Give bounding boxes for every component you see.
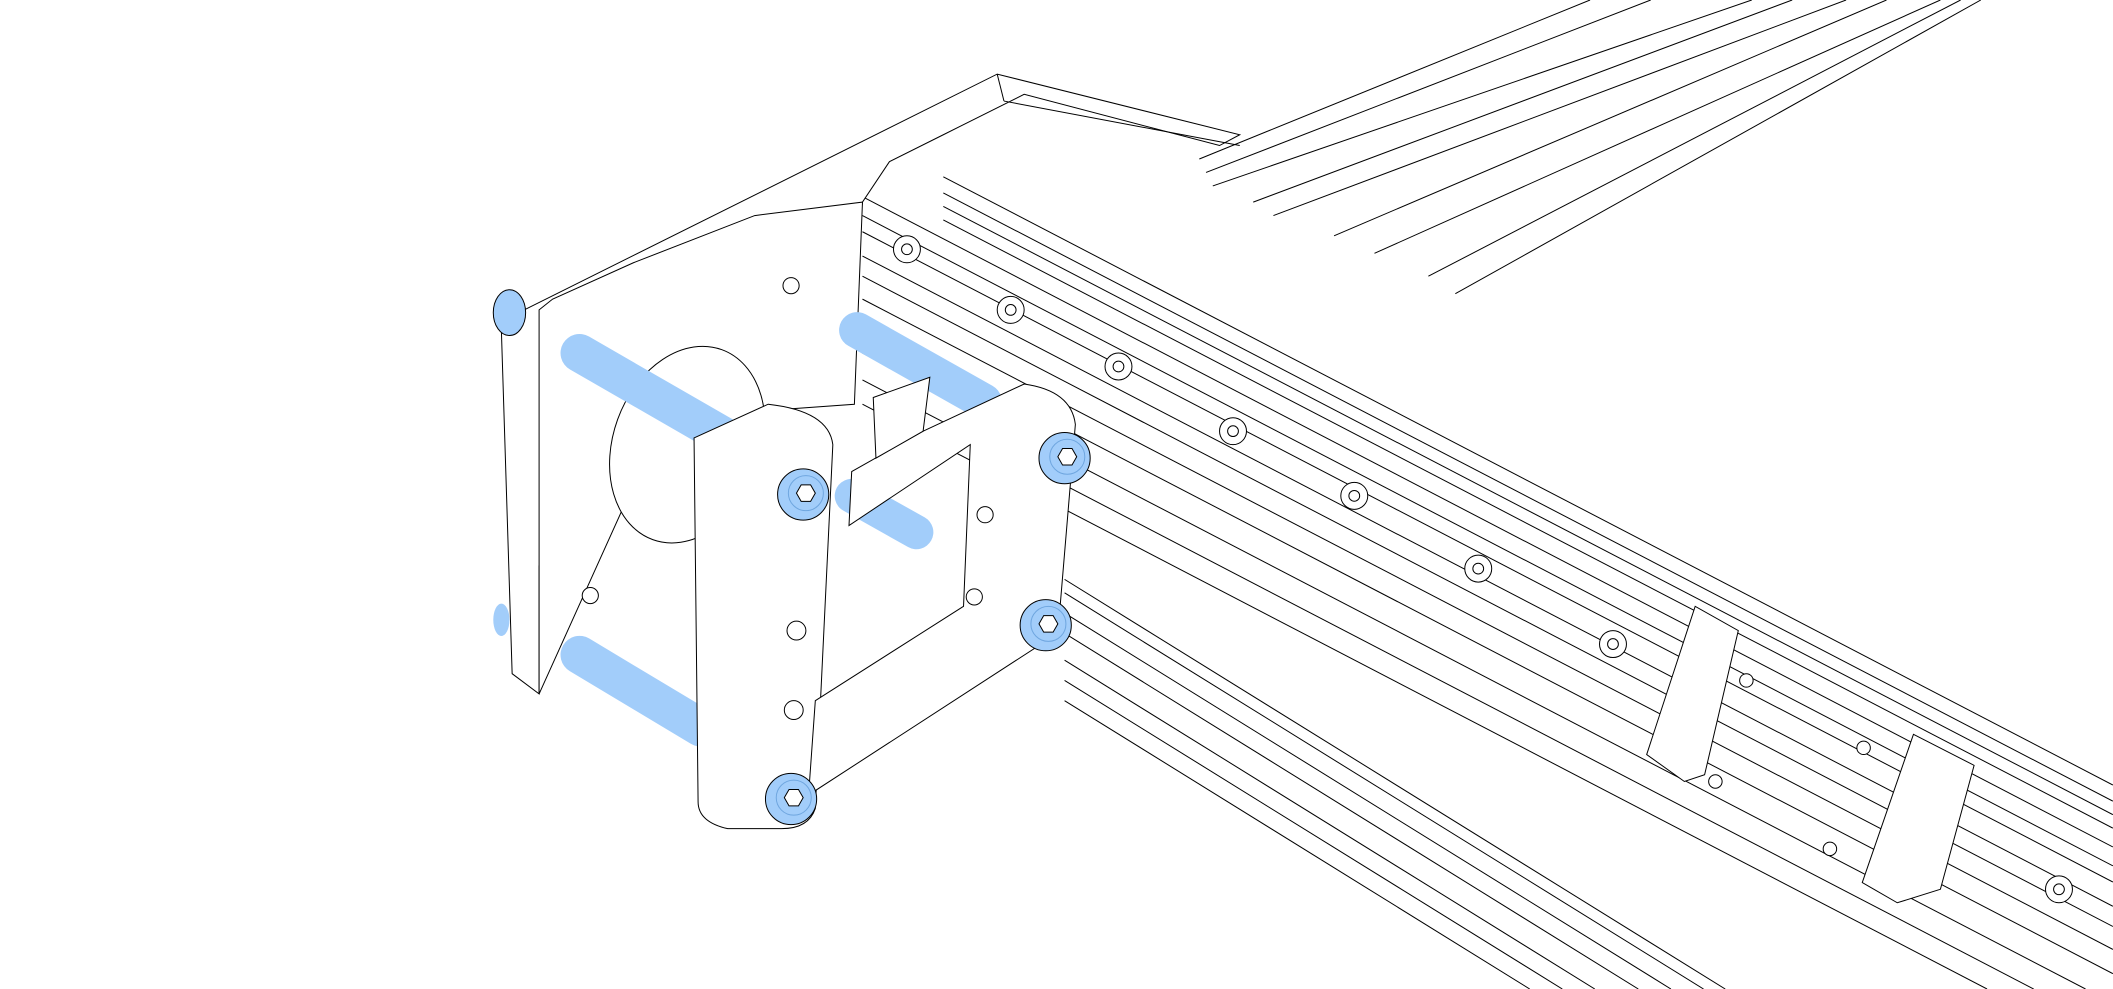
mount-hole (783, 278, 799, 294)
carriage-block (1647, 606, 1739, 781)
carriage-hole (1709, 775, 1722, 788)
rail-lower-edge-line (1065, 633, 1639, 989)
standoff-lower-left (580, 655, 701, 728)
back-extrusion (1199, 0, 1980, 294)
standoff-end-cap (493, 290, 525, 336)
mount-hole (784, 701, 803, 720)
back-extrusion-edge-line (1334, 0, 1886, 236)
back-extrusion-edge-line (1428, 0, 1960, 276)
rail-bolt-socket-icon (1228, 426, 1239, 437)
rail-bolt-socket-icon (1005, 305, 1016, 316)
mount-hole (582, 587, 598, 603)
hex-socket-icon (1039, 616, 1058, 632)
rail-lower-edge-line (1065, 593, 1704, 989)
carriage-block (1862, 734, 1974, 902)
hex-socket-icon (784, 789, 803, 805)
standoff-end-cap (493, 603, 510, 636)
hex-socket-icon (1058, 449, 1077, 465)
rail-edge-line (943, 220, 2113, 828)
back-extrusion-edge-line (1199, 0, 1590, 159)
mount-hole (966, 589, 982, 605)
back-extrusion-edge-line (1206, 0, 1651, 172)
front-bracket (694, 377, 1075, 828)
back-extrusion-edge-line (1273, 0, 1846, 216)
rail-lower-edge-line (1065, 680, 1563, 989)
rail-bolts (893, 236, 2072, 903)
cap-screws (765, 433, 1090, 825)
back-extrusion-edge-line (1374, 0, 1940, 253)
rail-edge-line (943, 206, 2113, 814)
mount-hole (977, 507, 993, 523)
rail-lower-edge-line (1065, 701, 1530, 989)
rail-lower-edge-line (1065, 579, 1726, 989)
rail-carriages (1647, 606, 1974, 902)
rail-bolt-socket-icon (2054, 884, 2065, 895)
plate-edge (997, 74, 1004, 101)
rail-edge-line (943, 177, 2113, 785)
back-extrusion-edge-line (1455, 0, 1980, 294)
back-extrusion-edge-line (1253, 0, 1792, 202)
bracket-side (873, 377, 930, 458)
mount-hole (787, 621, 806, 640)
plate-edge (1004, 101, 1240, 145)
rail-bolt-socket-icon (1113, 361, 1124, 372)
rail-edge-line (862, 197, 2112, 847)
rail-edge-line (943, 193, 2113, 801)
rail-bolt-socket-icon (902, 244, 913, 255)
standoff-upper-right (857, 330, 984, 401)
bracket-frame (809, 384, 1076, 795)
carriage-hole (1823, 842, 1836, 855)
back-extrusion-edge-line (1213, 0, 1752, 186)
rail-edge-line (862, 216, 2112, 866)
carriage-hole (1740, 674, 1753, 687)
rail-lower-edge-line (1065, 613, 1671, 989)
hex-socket-icon (796, 485, 815, 501)
rail-bolt-socket-icon (1608, 639, 1619, 650)
rail-bolt-socket-icon (1473, 563, 1484, 574)
rail-bolt-socket-icon (1349, 490, 1360, 501)
rail-lower-edge-line (1065, 660, 1595, 989)
carriage-hole (1857, 741, 1870, 754)
